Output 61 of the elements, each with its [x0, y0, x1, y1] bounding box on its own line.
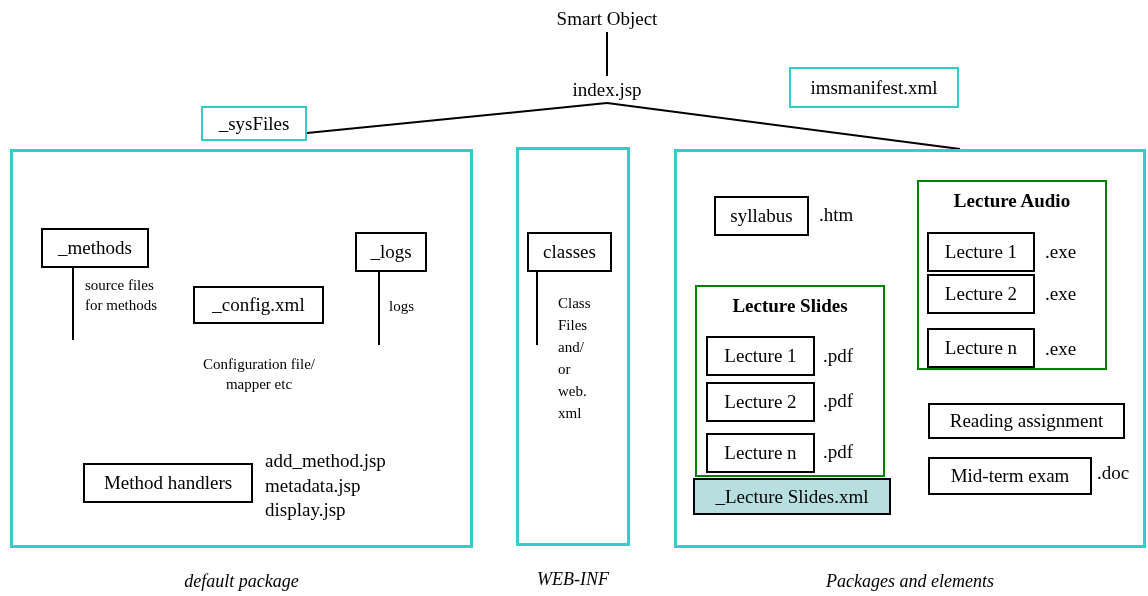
file-name: imsmanifest.xml: [810, 76, 938, 99]
note-text: .exe: [1045, 240, 1077, 264]
folder-box: [927, 328, 1035, 368]
file-name: Lecture 2: [724, 391, 797, 413]
folder-box: [193, 286, 324, 324]
file-name: _config.xml: [212, 294, 305, 316]
note-text: add_method.jsp: [265, 449, 386, 473]
file-name: _methods: [58, 237, 132, 259]
file-name: Method handlers: [103, 472, 233, 494]
folder-box: [714, 196, 809, 236]
group-heading: Lecture Slides: [731, 295, 849, 317]
group-box: [695, 285, 885, 477]
folder-box: [527, 232, 612, 272]
file-name: Lecture n: [724, 442, 797, 464]
file-name: Mid-term exam: [950, 465, 1070, 487]
group-box: [917, 180, 1107, 370]
folder-box: [789, 67, 959, 108]
connector-line: [606, 31, 608, 77]
file-name: syllabus: [730, 205, 793, 227]
file-name: Lecture n: [944, 337, 1018, 359]
file-name: Smart Object: [556, 8, 658, 30]
folder-box: [706, 433, 815, 473]
folder-box: [706, 382, 815, 422]
note-text: .exe: [1045, 282, 1077, 306]
note-text: source files for methods: [85, 276, 159, 315]
file-name: _Lecture Slides.xml: [715, 485, 869, 508]
folder-box: [928, 403, 1125, 439]
note-text: .pdf: [823, 440, 854, 464]
folder-box: [706, 336, 815, 376]
folder-box: [927, 232, 1035, 272]
note-text: .exe: [1045, 337, 1077, 361]
note-text: Class Files and/ or web. xml: [558, 294, 592, 423]
folder-box: [201, 106, 307, 141]
file-name: classes: [543, 241, 596, 263]
group-heading: Lecture Audio: [952, 190, 1072, 212]
file-name: Lecture 1: [724, 345, 797, 367]
folder-box: [41, 228, 149, 268]
folder-box: [928, 457, 1092, 495]
note-text: .doc: [1097, 461, 1130, 485]
folder-box: [83, 463, 253, 503]
file-name: _logs: [370, 241, 412, 263]
note-text: metadata.jsp: [265, 474, 361, 498]
file-name: index.jsp: [572, 78, 642, 101]
file-name: Lecture 1: [944, 241, 1018, 263]
panel-caption: WEB-INF: [536, 569, 610, 590]
note-text: .pdf: [823, 344, 854, 368]
note-text: .pdf: [823, 389, 854, 413]
panel-caption: Packages and elements: [825, 571, 995, 592]
note-text: logs: [389, 297, 415, 316]
folder-box: [927, 274, 1035, 314]
connector-line: [606, 102, 962, 150]
note-text: display.jsp: [265, 498, 346, 522]
note-text: .htm: [819, 203, 854, 227]
folder-box: [355, 232, 427, 272]
file-name: _sysFiles: [218, 112, 290, 135]
file-name: Reading assignment: [949, 410, 1104, 432]
connector-line: [306, 102, 608, 134]
file-name: Lecture 2: [944, 283, 1018, 305]
panel-caption: default package: [183, 571, 300, 592]
file-box: [693, 478, 891, 515]
note-text: Configuration file/ mapper etc: [201, 355, 317, 394]
